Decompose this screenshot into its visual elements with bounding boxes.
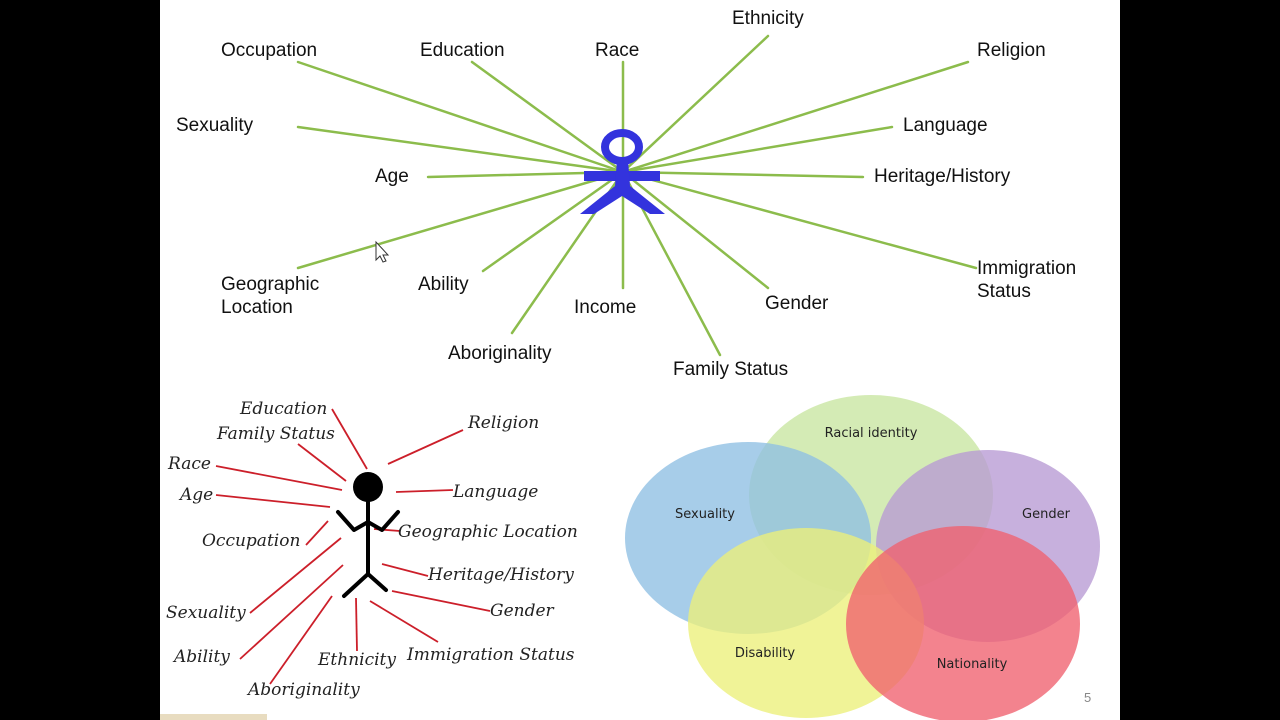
top-label-religion: Religion: [977, 40, 1046, 61]
bl-label-ability: Ability: [174, 647, 230, 667]
bl-label-aboriginality: Aboriginality: [248, 680, 360, 700]
bl-spoke-ethnicity: [355, 597, 358, 652]
bl-label-race: Race: [168, 454, 211, 474]
bl-label-ethnicity: Ethnicity: [318, 650, 396, 670]
top-spoke-religion: [621, 60, 970, 174]
bl-label-heritage: Heritage/History: [428, 565, 574, 585]
top-spoke-language: [621, 125, 894, 174]
diagram-canvas: [215, 34, 1100, 720]
top-label-heritage: Heritage/History: [874, 166, 1011, 187]
top-label-language: Language: [903, 115, 988, 136]
top-label-location: Location: [221, 297, 293, 318]
top-label-income: Income: [574, 297, 637, 318]
bottom-strip: [160, 714, 267, 720]
venn-label-nationality: Nationality: [936, 657, 1008, 672]
bl-spoke-education: [331, 408, 368, 470]
venn-label-sexuality: Sexuality: [675, 507, 735, 522]
page-number: 5: [1084, 690, 1092, 705]
bl-label-religion: Religion: [468, 413, 540, 433]
top-label-occupation: Occupation: [221, 40, 318, 61]
top-spoke-gender: [621, 170, 770, 290]
venn-label-disability: Disability: [734, 646, 796, 661]
bl-spoke-age: [215, 494, 331, 508]
venn-circle-nationality: [846, 526, 1080, 720]
bl-label-sexuality: Sexuality: [166, 603, 246, 623]
top-spoke-education: [470, 60, 625, 174]
top-label-family-status: Family Status: [673, 359, 789, 380]
bl-label-immigration-status: Immigration Status: [407, 645, 575, 665]
bl-label-gender: Gender: [490, 601, 554, 621]
bl-spoke-heritage: [381, 563, 429, 577]
top-spoke-occupation: [296, 60, 625, 174]
slide: Occupation Education Race Ethnicity Reli…: [160, 0, 1120, 720]
top-label-aboriginality: Aboriginality: [448, 343, 552, 364]
bl-spoke-family-status: [297, 443, 347, 482]
bl-spoke-religion: [387, 429, 464, 465]
top-spoke-ethnicity: [621, 34, 770, 174]
bl-label-geographic-location: Geographic Location: [398, 522, 578, 542]
top-spoke-sexuality: [296, 125, 625, 174]
top-label-status: Status: [977, 281, 1031, 302]
top-label-geographic: Geographic: [221, 274, 320, 295]
bl-spoke-race: [215, 465, 343, 491]
bl-label-education: Education: [240, 399, 328, 419]
bl-label-occupation: Occupation: [202, 531, 301, 551]
venn-label-gender: Gender: [1022, 507, 1070, 522]
bl-figure-body: [336, 500, 400, 598]
figure-body: [580, 160, 665, 214]
bl-spoke-occupation: [305, 520, 329, 546]
top-label-age: Age: [375, 166, 409, 187]
bl-spoke-gender: [391, 590, 491, 612]
top-spoke-ability: [481, 170, 625, 273]
top-spoke-geographic: [296, 170, 625, 270]
cursor-icon: [375, 240, 390, 263]
bl-label-family-status: Family Status: [217, 424, 335, 444]
top-label-education: Education: [420, 40, 505, 61]
top-label-race: Race: [595, 40, 640, 61]
top-label-immigration: Immigration: [977, 258, 1077, 279]
bl-spoke-aboriginality: [269, 595, 333, 685]
top-label-gender: Gender: [765, 293, 829, 314]
top-label-ability: Ability: [418, 274, 469, 295]
venn-label-racial-identity: Racial identity: [824, 426, 918, 441]
bl-figure-head: [353, 472, 383, 502]
top-spoke-immigration: [621, 170, 978, 270]
bl-spoke-immigration-status: [369, 600, 439, 643]
top-spoke-heritage: [621, 170, 865, 179]
bl-spoke-language: [395, 489, 454, 493]
bl-label-age: Age: [180, 485, 214, 505]
top-label-sexuality: Sexuality: [176, 115, 254, 136]
bl-spoke-sexuality: [249, 537, 342, 614]
top-label-ethnicity: Ethnicity: [732, 8, 804, 29]
bl-label-language: Language: [453, 482, 539, 502]
bl-spoke-ability: [239, 564, 344, 660]
